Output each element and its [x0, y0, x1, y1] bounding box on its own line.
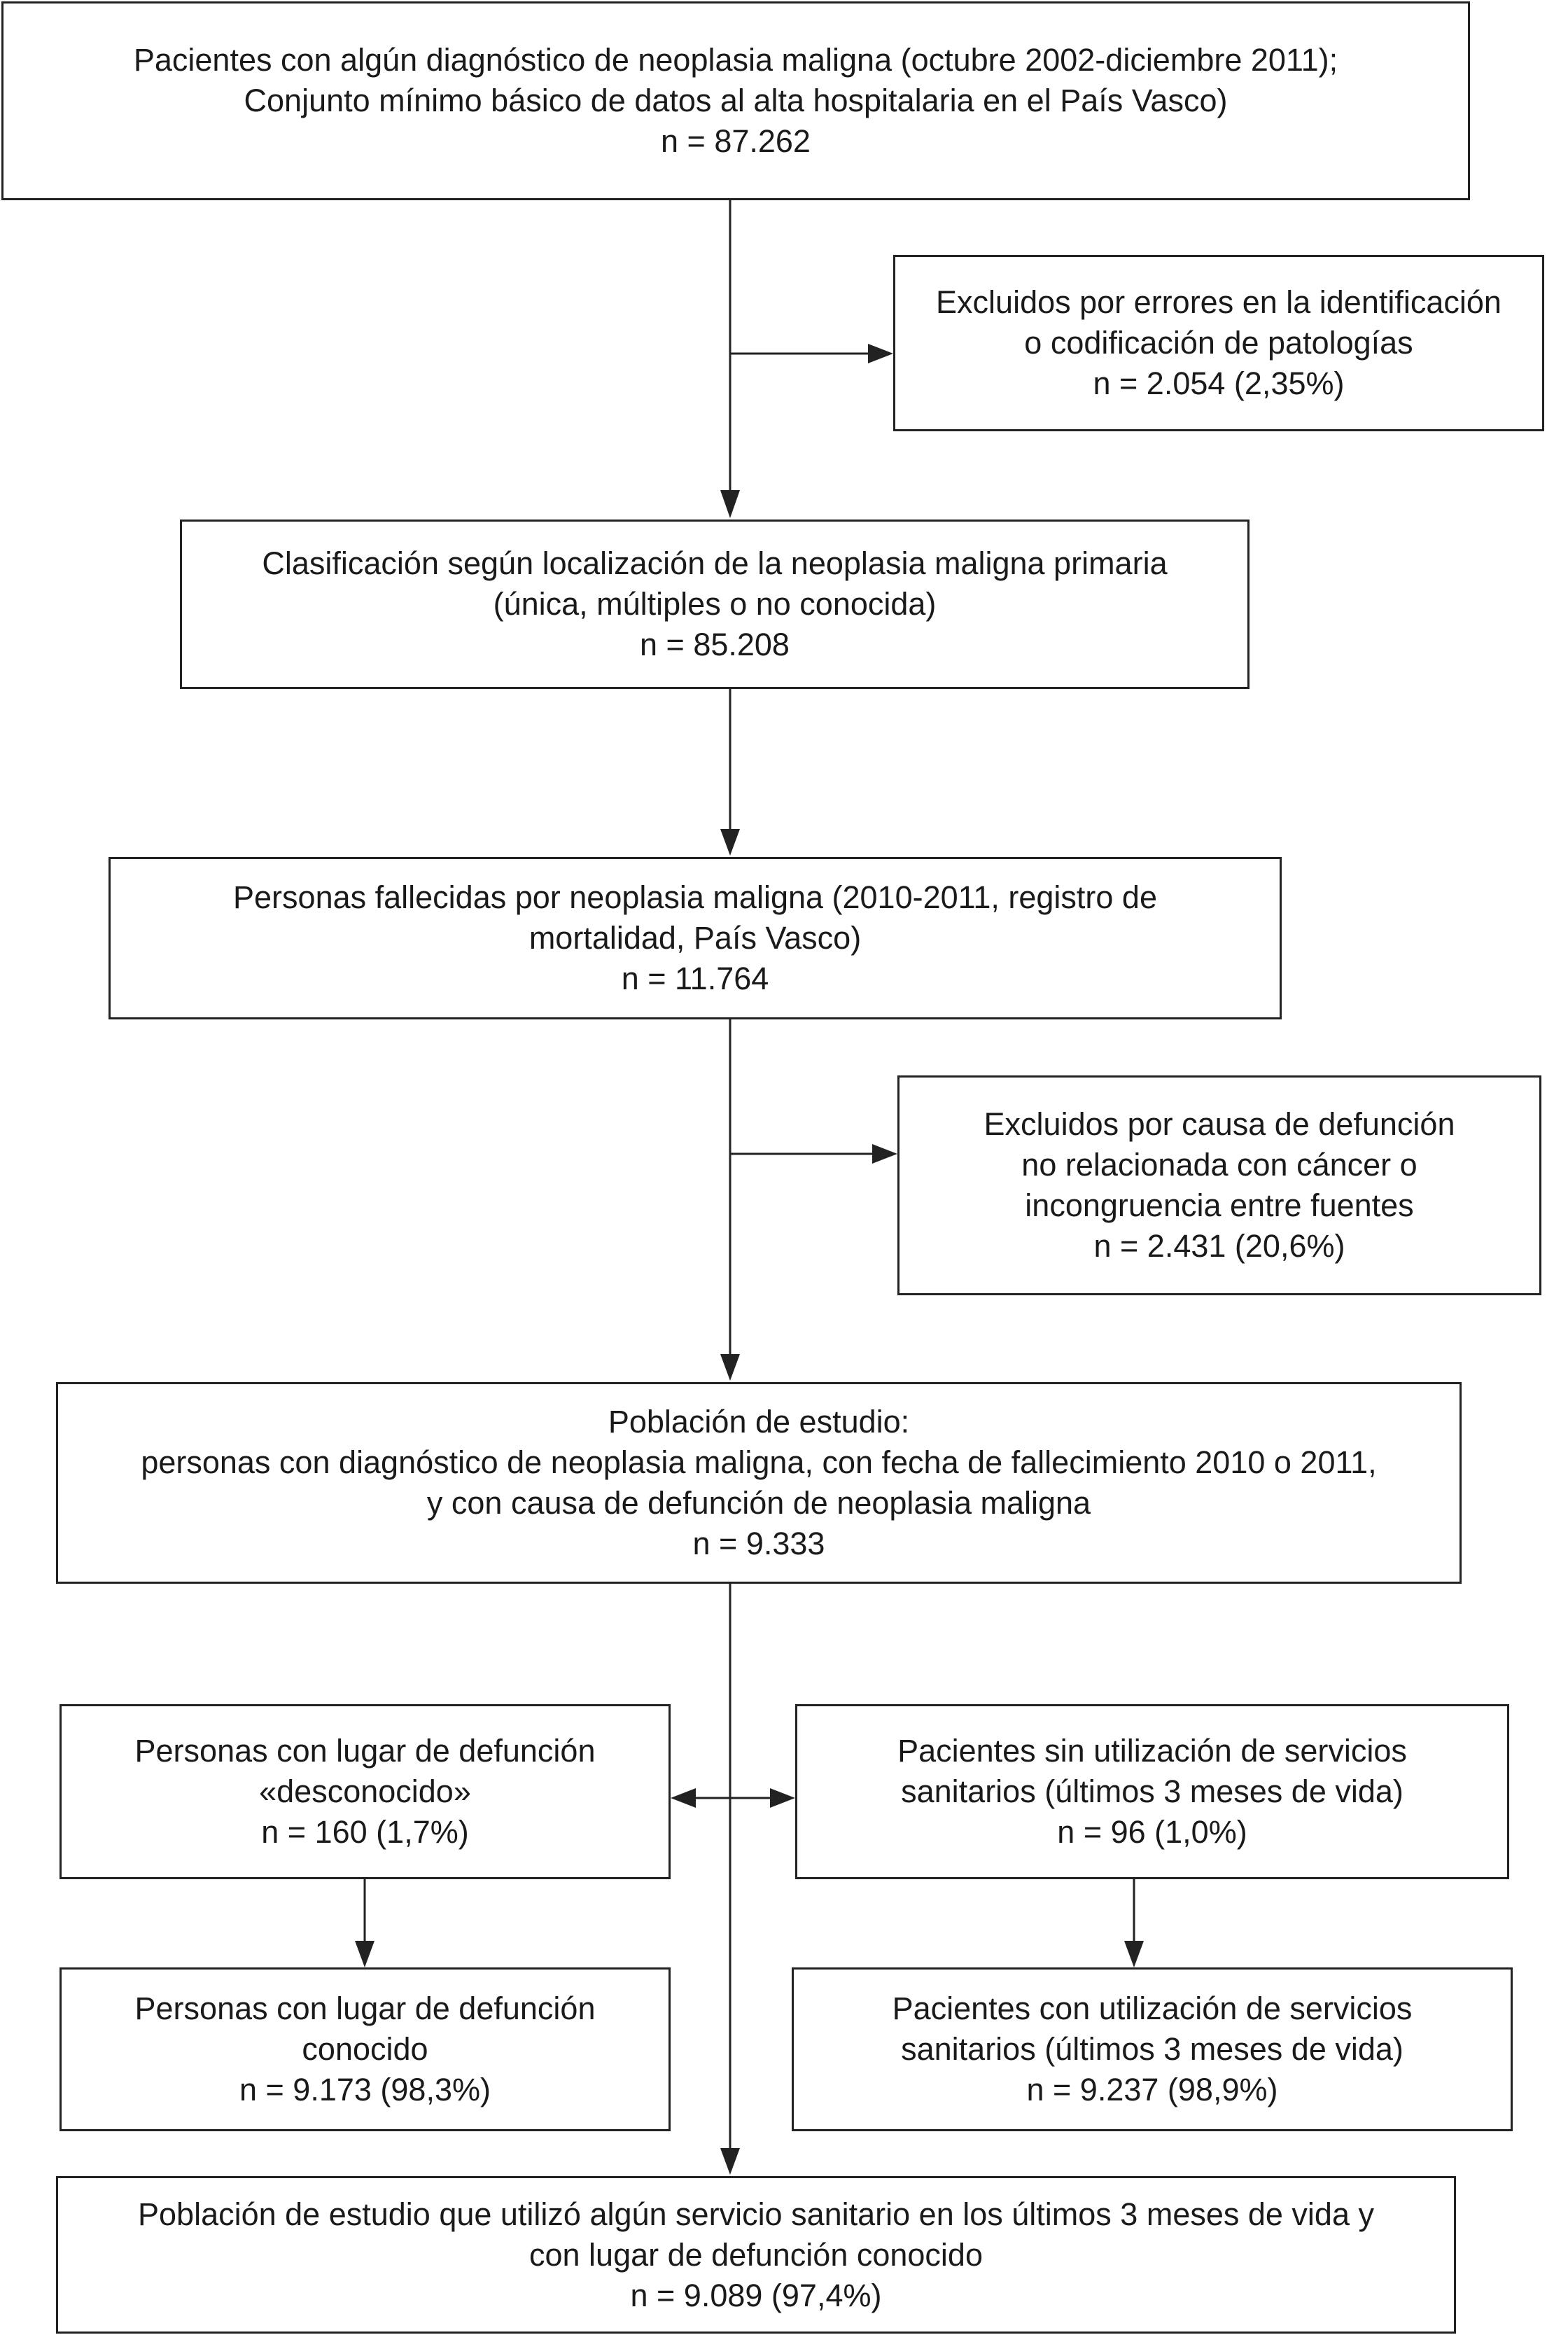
box-text: Clasificación según localización de la n… [262, 545, 1168, 581]
box-count: n = 9.333 [692, 1526, 825, 1561]
box-count: n = 96 (1,0%) [1057, 1814, 1247, 1850]
box-text: no relacionada con cáncer o [1021, 1147, 1418, 1183]
box-text: Personas con lugar de defunción [134, 1991, 596, 2026]
box-count: n = 85.208 [640, 627, 790, 662]
box-text: sanitarios (últimos 3 meses de vida) [901, 1773, 1404, 1809]
box-excluded-errors: Excluidos por errores en la identificaci… [893, 255, 1544, 431]
box-study-population: Población de estudio: personas con diagn… [56, 1382, 1462, 1584]
box-deceased: Personas fallecidas por neoplasia malign… [108, 857, 1282, 1019]
box-text: Excluidos por causa de defunción [983, 1106, 1455, 1142]
box-text: personas con diagnóstico de neoplasia ma… [141, 1444, 1377, 1480]
box-excluded-cause: Excluidos por causa de defunción no rela… [897, 1075, 1541, 1295]
box-count: n = 160 (1,7%) [261, 1814, 469, 1850]
box-count: n = 9.173 (98,3%) [239, 2072, 491, 2107]
box-count: n = 9.089 (97,4%) [630, 2277, 882, 2313]
box-count: n = 9.237 (98,9%) [1026, 2072, 1278, 2107]
box-no-services: Pacientes sin utilización de servicios s… [795, 1704, 1509, 1879]
box-text: «desconocido» [259, 1773, 471, 1809]
box-source-patients: Pacientes con algún diagnóstico de neopl… [1, 1, 1470, 200]
box-text: Pacientes con utilización de servicios [892, 1991, 1413, 2026]
box-text: Personas fallecidas por neoplasia malign… [233, 879, 1157, 915]
box-text: mortalidad, País Vasco) [528, 920, 862, 956]
box-text: Personas con lugar de defunción [134, 1733, 596, 1769]
box-count: n = 2.054 (2,35%) [1093, 365, 1345, 401]
box-text: Población de estudio: [608, 1404, 910, 1440]
box-with-services: Pacientes con utilización de servicios s… [792, 1967, 1513, 2131]
box-text: (única, múltiples o no conocida) [493, 586, 937, 622]
box-classification: Clasificación según localización de la n… [180, 520, 1250, 689]
box-final-population: Población de estudio que utilizó algún s… [56, 2176, 1456, 2334]
box-text: Pacientes con algún diagnóstico de neopl… [133, 42, 1338, 78]
box-unknown-place: Personas con lugar de defunción «descono… [59, 1704, 671, 1879]
box-text: Excluidos por errores en la identificaci… [936, 284, 1502, 320]
box-text: Pacientes sin utilización de servicios [897, 1733, 1407, 1769]
box-text: Población de estudio que utilizó algún s… [138, 2196, 1374, 2232]
box-text: sanitarios (últimos 3 meses de vida) [901, 2031, 1404, 2067]
box-text: Conjunto mínimo básico de datos al alta … [244, 83, 1228, 118]
box-count: n = 2.431 (20,6%) [1093, 1228, 1345, 1264]
box-count: n = 11.764 [621, 961, 769, 996]
box-count: n = 87.262 [661, 123, 811, 159]
box-text: incongruencia entre fuentes [1025, 1187, 1414, 1223]
box-text: conocido [302, 2031, 428, 2067]
box-text: y con causa de defunción de neoplasia ma… [426, 1485, 1091, 1521]
box-known-place: Personas con lugar de defunción conocido… [59, 1967, 671, 2131]
box-text: o codificación de patologías [1024, 325, 1413, 361]
box-text: con lugar de defunción conocido [529, 2236, 983, 2273]
